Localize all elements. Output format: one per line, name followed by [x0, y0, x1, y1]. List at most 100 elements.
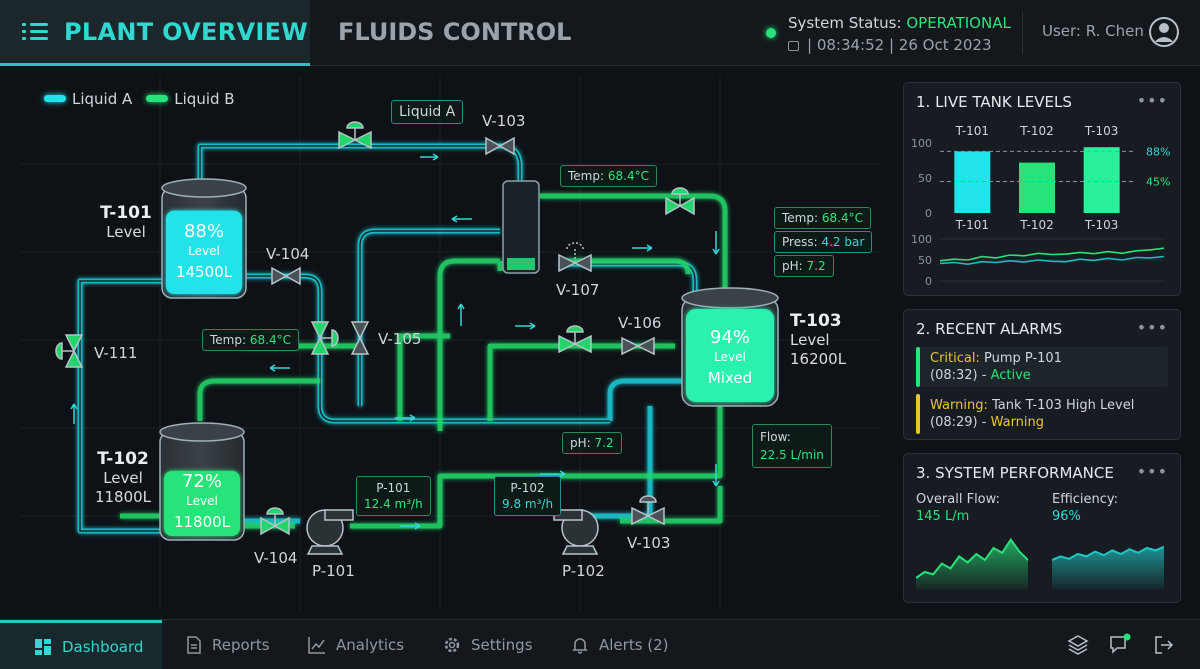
logout-icon[interactable]: [1152, 633, 1176, 657]
efficiency-label: Efficiency:: [1052, 492, 1119, 507]
alarm-item[interactable]: Critical: Pump P-101 (08:32) - Active: [916, 347, 1168, 387]
panel-menu-icon[interactable]: •••: [1136, 462, 1168, 481]
y-tick-label: 50: [918, 254, 932, 267]
alarm-time: (08:29) -: [930, 415, 987, 430]
valve-v107-label[interactable]: V-107: [556, 281, 600, 299]
trend-series-2: [939, 255, 1165, 266]
valve-v103-bottom-label[interactable]: V-103: [627, 534, 671, 552]
y-tick-label: 50: [918, 172, 932, 185]
alarm-text: Pump P-101: [984, 351, 1062, 366]
alarm-text: Tank T-103 High Level: [991, 398, 1135, 413]
x-tick-label: T-103: [1084, 218, 1118, 232]
bar-t-103: [1083, 147, 1120, 213]
tank-t102-shape: [159, 422, 245, 541]
alarm-severity-bar: [916, 347, 920, 387]
area-fill: [1052, 546, 1164, 590]
tank-t101-shape: [161, 178, 247, 299]
alarm-item[interactable]: Warning: Tank T-103 High Level (08:29) -…: [916, 394, 1168, 434]
sensor-flow: Flow:22.5 L/min: [752, 424, 832, 468]
legend-liquid-a: Liquid A: [44, 90, 132, 108]
panel-system-performance: 3. SYSTEM PERFORMANCE ••• Overall Flow: …: [903, 453, 1181, 603]
panel-title: 3. SYSTEM PERFORMANCE: [916, 464, 1114, 482]
bar-top-label: T-101: [955, 124, 989, 138]
valve-v111-label[interactable]: V-111: [94, 344, 138, 362]
top-bar: PLANT OVERVIEW FLUIDS CONTROL System Sta…: [0, 0, 1200, 66]
bar-t-101: [954, 151, 991, 213]
diagram-legend: Liquid A Liquid B: [44, 90, 235, 108]
valve-v106-label[interactable]: V-106: [618, 314, 662, 332]
pump-p102-label[interactable]: P-102: [562, 562, 605, 580]
sensor-temp-right: Temp: 68.4°C: [774, 207, 871, 229]
menu-icon[interactable]: [22, 21, 48, 43]
nav-settings-label: Settings: [471, 636, 533, 654]
layers-icon[interactable]: [1066, 633, 1090, 657]
dashboard-icon: [35, 638, 51, 655]
efficiency-area-chart: [1052, 545, 1164, 590]
panel-title: 1. LIVE TANK LEVELS: [916, 93, 1072, 111]
nav-dashboard[interactable]: Dashboard: [0, 620, 162, 669]
tank-level-bar-chart: 050100T-101T-101T-102T-102T-103T-10388%4…: [911, 124, 1170, 232]
pipe-label-liquid-a: Liquid A: [391, 100, 464, 124]
panel-menu-icon[interactable]: •••: [1136, 91, 1168, 110]
trend-series-1: [939, 247, 1165, 262]
overall-flow-label: Overall Flow:: [916, 492, 1000, 507]
analytics-icon: [308, 637, 325, 654]
pump-p101-label[interactable]: P-101: [312, 562, 355, 580]
y-tick-label: 100: [911, 233, 932, 246]
x-tick-label: T-102: [1019, 218, 1053, 232]
valve-v103-top-label[interactable]: V-103: [482, 112, 526, 130]
y-tick-label: 100: [911, 137, 932, 150]
valve-v104-bottom-label[interactable]: V-104: [254, 549, 298, 567]
header-divider: [1022, 12, 1023, 54]
nav-reports[interactable]: Reports: [186, 620, 270, 669]
tab-plant-overview[interactable]: PLANT OVERVIEW: [0, 0, 310, 66]
gear-icon: [444, 637, 460, 653]
nav-analytics[interactable]: Analytics: [308, 620, 404, 669]
nav-alerts-label: Alerts (2): [599, 636, 669, 654]
document-icon: [187, 636, 201, 654]
area-line: [916, 537, 1028, 579]
reference-label: 45%: [1146, 176, 1170, 189]
bar-top-label: T-103: [1084, 124, 1118, 138]
valve-v105-label[interactable]: V-105: [378, 330, 422, 348]
y-tick-label: 0: [925, 275, 932, 288]
panel-title: 2. RECENT ALARMS: [916, 320, 1063, 338]
nav-dashboard-label: Dashboard: [62, 637, 144, 656]
flow-area-chart: [916, 537, 1028, 590]
user-avatar-icon[interactable]: [1148, 16, 1180, 48]
reference-label: 88%: [1146, 145, 1170, 158]
tank-level-trend-chart: 0 50 100: [911, 233, 1165, 288]
pipe-network: [20, 76, 880, 611]
pump-p101-shape: [306, 509, 354, 555]
sensor-ph-mid: pH: 7.2: [562, 432, 622, 454]
bar-t-102: [1019, 162, 1055, 213]
tab-fluids-control[interactable]: FLUIDS CONTROL: [338, 18, 572, 46]
valve-v104-top-label[interactable]: V-104: [266, 245, 310, 263]
bottom-nav: Dashboard Reports Analytics Settings Ale…: [0, 619, 1200, 669]
nav-alerts[interactable]: Alerts (2): [571, 620, 669, 669]
overall-flow-value: 145 L/m: [916, 509, 970, 524]
efficiency-value: 96%: [1052, 509, 1081, 524]
alarm-state: Active: [990, 368, 1031, 383]
nav-analytics-label: Analytics: [336, 636, 405, 654]
tab-plant-overview-label: PLANT OVERVIEW: [64, 17, 309, 46]
sensor-ph-right: pH: 7.2: [774, 255, 834, 277]
chat-notification-icon[interactable]: [1108, 633, 1132, 657]
user-name: User: R. Chen: [1042, 22, 1144, 40]
status-dot-icon: [766, 28, 776, 38]
sensor-temp-top: Temp: 68.4°C: [560, 165, 657, 187]
status-value: OPERATIONAL: [906, 14, 1011, 32]
y-tick-label: 0: [925, 207, 932, 220]
panel-menu-icon[interactable]: •••: [1136, 318, 1168, 337]
nav-settings[interactable]: Settings: [443, 620, 533, 669]
x-tick-label: T-101: [955, 218, 989, 232]
